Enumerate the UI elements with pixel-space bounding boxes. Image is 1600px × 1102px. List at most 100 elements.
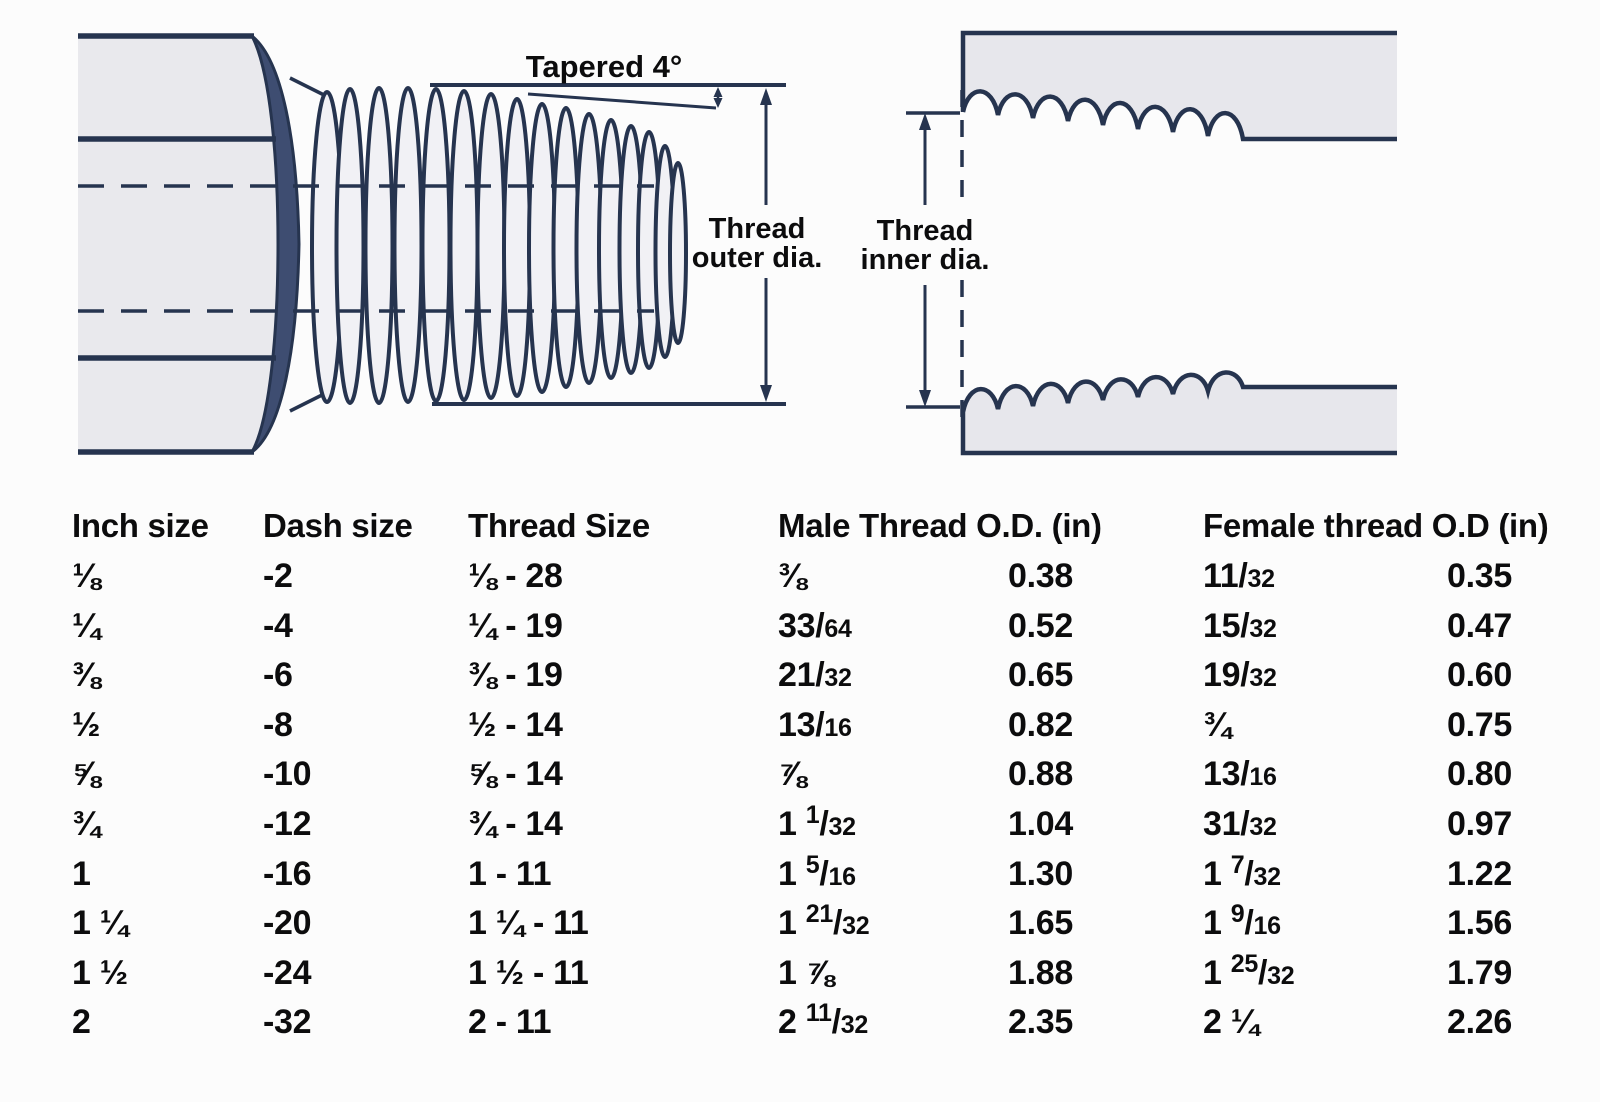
female-od-fraction-cell: ¾ [1203, 705, 1232, 744]
female-od-fraction-cell: 1 25/32 [1203, 949, 1295, 992]
male-od-decimal-cell: 1.30 [1008, 854, 1073, 893]
male-thread-diagram: Tapered 4° Thread outer dia. [78, 33, 823, 455]
outer-dia-label-line2: outer dia. [692, 242, 823, 274]
column-gap [1073, 850, 1203, 903]
dash-size-cell: -16 [263, 854, 312, 893]
male-od-decimal-cell: 1.04 [1008, 804, 1073, 843]
male-od-decimal-cell: 1.65 [1008, 904, 1073, 943]
inch-size-cell: ⅜ [72, 656, 101, 695]
inch-size-cell: ⅝ [72, 755, 101, 794]
taper-label: Tapered 4° [526, 49, 683, 84]
inch-size-cell: ¼ [72, 606, 101, 645]
male-od-decimal-cell: 0.65 [1008, 656, 1073, 695]
dash-size-cell: -10 [263, 755, 312, 794]
female-bottom-block-outline [960, 370, 1397, 456]
male-od-fraction-cell: ⅜ [778, 557, 807, 595]
female-od-decimal-cell: 1.22 [1447, 854, 1512, 893]
female-od-decimal-cell: 0.60 [1447, 656, 1512, 695]
outer-dia-label-line1: Thread [709, 213, 806, 245]
header-female-od: Female thread O.D (in) [1203, 507, 1549, 544]
female-od-decimal-cell: 0.80 [1447, 755, 1512, 794]
column-gap [1073, 552, 1203, 605]
taper-gap-arrow [713, 87, 723, 108]
female-od-decimal-cell: 0.75 [1447, 705, 1512, 744]
header-dash-size: Dash size [263, 507, 413, 544]
inner-dia-dimension [906, 111, 960, 409]
column-gap [1073, 701, 1203, 754]
female-od-decimal-cell: 1.56 [1447, 904, 1512, 943]
female-od-fraction-cell: 1 7/32 [1203, 850, 1281, 893]
inner-dia-label-line1: Thread [877, 215, 974, 247]
male-od-fraction-cell: 1 1/32 [778, 800, 856, 843]
thread-size-cell: ¼ - 19 [468, 606, 563, 645]
inch-size-cell: ⅛ [72, 557, 101, 595]
column-gap [1073, 998, 1203, 1051]
inch-size-cell: 1 [72, 854, 91, 893]
dash-size-cell: -12 [263, 804, 312, 843]
male-od-fraction-cell: 21/32 [778, 656, 852, 695]
neck-lines [289, 76, 325, 413]
male-od-decimal-cell: 0.52 [1008, 606, 1073, 645]
male-od-fraction-cell: 2 11/32 [778, 999, 868, 1042]
dash-size-cell: -32 [263, 1003, 312, 1042]
thread-size-cell: ⅜ - 19 [468, 656, 563, 695]
outer-dia-dimension [760, 88, 772, 402]
column-gap [1073, 750, 1203, 803]
male-od-fraction-cell: 1 ⅞ [778, 953, 834, 992]
dash-size-cell: -6 [263, 656, 293, 695]
female-top-block-outline [960, 30, 1397, 142]
male-od-fraction-cell: 13/16 [778, 705, 852, 744]
female-od-decimal-cell: 0.35 [1447, 557, 1512, 595]
dash-size-cell: -24 [263, 953, 312, 992]
female-od-fraction-cell: 11/32 [1203, 557, 1275, 595]
male-od-fraction-cell: ⅞ [778, 755, 807, 794]
dash-size-cell: -2 [263, 557, 293, 595]
female-bottom-block [963, 372, 1397, 453]
column-gap [1073, 899, 1203, 952]
female-od-fraction-cell: 1 9/16 [1203, 900, 1281, 943]
male-od-decimal-cell: 1.88 [1008, 953, 1073, 992]
inch-size-cell: 2 [72, 1003, 91, 1042]
thread-size-cell: ¾ - 14 [468, 804, 563, 843]
male-od-decimal-cell: 0.82 [1008, 705, 1073, 744]
thread-size-cell: ⅛ - 28 [468, 557, 563, 595]
thread-size-cell: 1 ¼ - 11 [468, 904, 589, 943]
centerline-dashes [78, 184, 654, 313]
column-gap [1073, 651, 1203, 704]
hex-edges [78, 33, 276, 455]
dash-size-cell: -4 [263, 606, 293, 645]
female-od-decimal-cell: 1.79 [1447, 953, 1512, 992]
thread-spec-table: Inch size Dash size Thread Size Male Thr… [72, 500, 1549, 1048]
female-thread-diagram: Thread inner dia. [861, 30, 1397, 456]
thread-size-cell: 1 ½ - 11 [468, 953, 589, 992]
female-od-fraction-cell: 13/16 [1203, 755, 1277, 794]
thread-size-cell: 2 - 11 [468, 1003, 552, 1042]
male-od-fraction-cell: 1 5/16 [778, 850, 856, 893]
dash-size-cell: -8 [263, 705, 293, 744]
column-gap [1073, 602, 1203, 655]
inch-size-cell: ½ [72, 705, 101, 744]
female-od-decimal-cell: 2.26 [1447, 1003, 1512, 1042]
header-inch-size: Inch size [72, 507, 209, 544]
thread-crests [334, 86, 688, 405]
header-male-od: Male Thread O.D. (in) [778, 507, 1102, 544]
female-od-decimal-cell: 0.47 [1447, 606, 1512, 645]
male-od-fraction-cell: 1 21/32 [778, 900, 870, 943]
inch-size-cell: 1 ¼ [72, 904, 128, 943]
inch-size-cell: ¾ [72, 804, 101, 843]
female-od-fraction-cell: 15/32 [1203, 606, 1277, 645]
female-od-fraction-cell: 31/32 [1203, 804, 1277, 843]
thread-size-cell: 1 - 11 [468, 854, 552, 893]
male-od-decimal-cell: 0.88 [1008, 755, 1073, 794]
male-od-decimal-cell: 2.35 [1008, 1003, 1073, 1042]
